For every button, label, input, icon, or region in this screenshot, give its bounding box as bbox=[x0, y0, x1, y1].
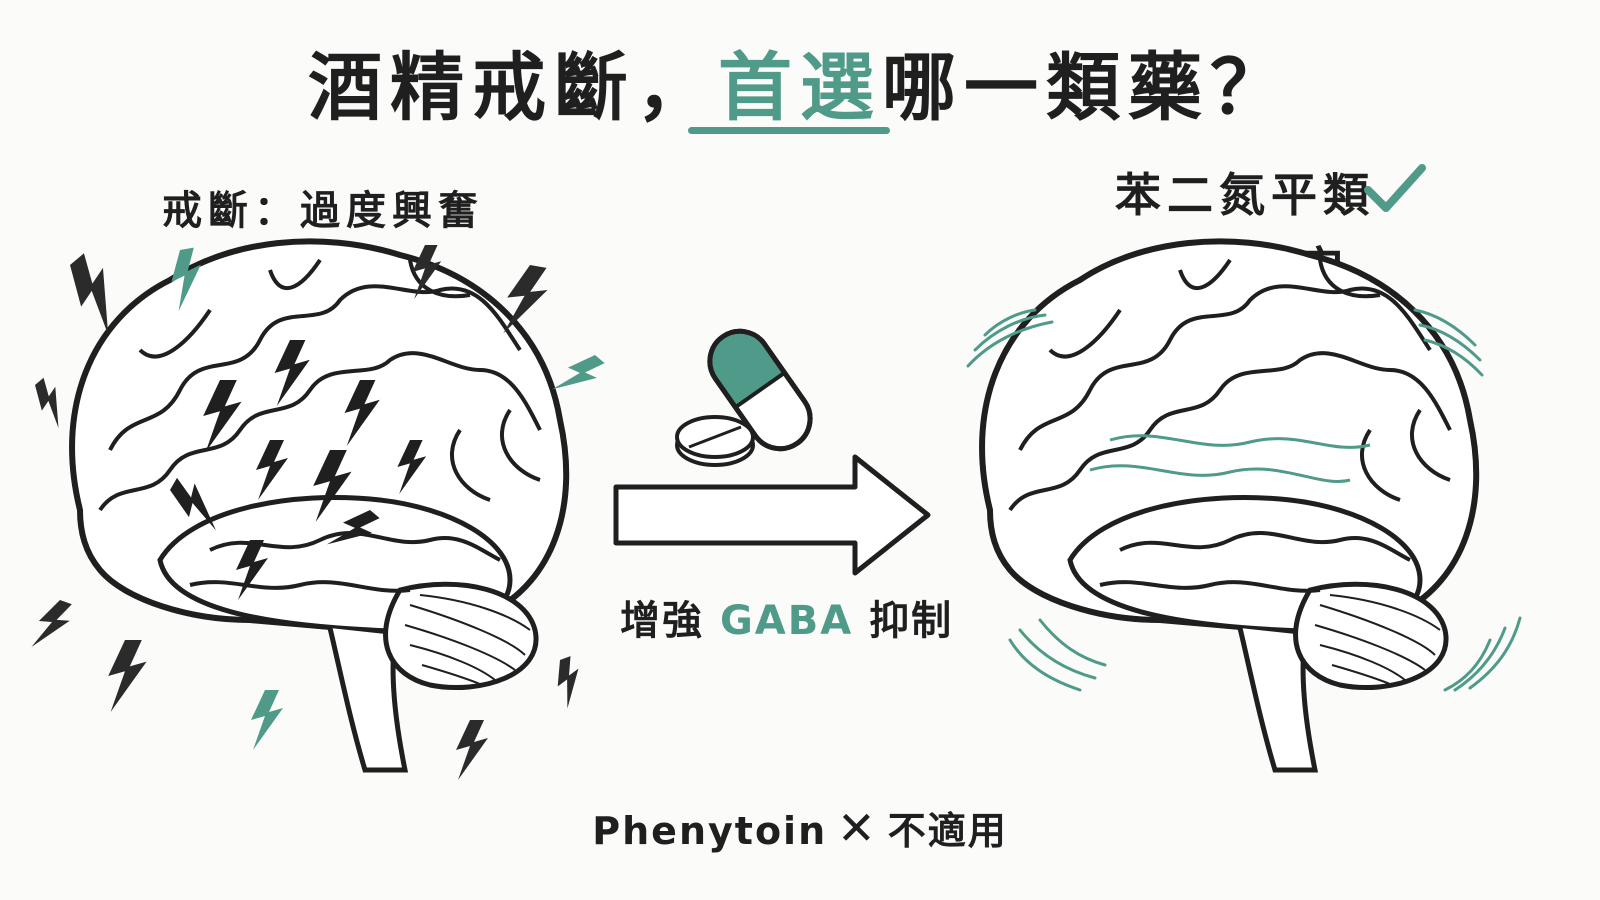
page-title: 酒精戒斷，首選哪一類藥？ bbox=[0, 28, 1600, 135]
title-pre: 酒精戒斷， bbox=[308, 45, 718, 131]
not-applicable-text: 不適用 bbox=[887, 809, 1008, 853]
title-highlight: 首選 bbox=[718, 45, 882, 131]
agitated-brain-icon bbox=[72, 241, 566, 770]
calm-brain-icon bbox=[982, 241, 1476, 770]
gaba-caption: 增強 GABA 抑制 bbox=[620, 588, 954, 646]
pill-tablet-icon bbox=[675, 328, 813, 467]
checkmark-icon bbox=[1364, 164, 1426, 212]
caption-post: 抑制 bbox=[853, 598, 954, 644]
title-underline bbox=[688, 127, 890, 134]
title-post: 哪一類藥？ bbox=[882, 45, 1292, 131]
caption-pre: 增強 bbox=[620, 598, 720, 644]
drug-name: Phenytoin bbox=[592, 809, 828, 853]
withdrawal-label: 戒斷：過度興奮 bbox=[162, 188, 484, 234]
phenytoin-note: Phenytoin✕不適用 bbox=[0, 800, 1600, 855]
right-arrow-icon bbox=[613, 454, 931, 576]
cross-icon: ✕ bbox=[837, 801, 878, 855]
caption-gaba: GABA bbox=[719, 598, 854, 644]
calm-wave-icon bbox=[966, 308, 1522, 692]
benzodiazepine-name: 苯二氮平類 bbox=[1115, 168, 1375, 222]
